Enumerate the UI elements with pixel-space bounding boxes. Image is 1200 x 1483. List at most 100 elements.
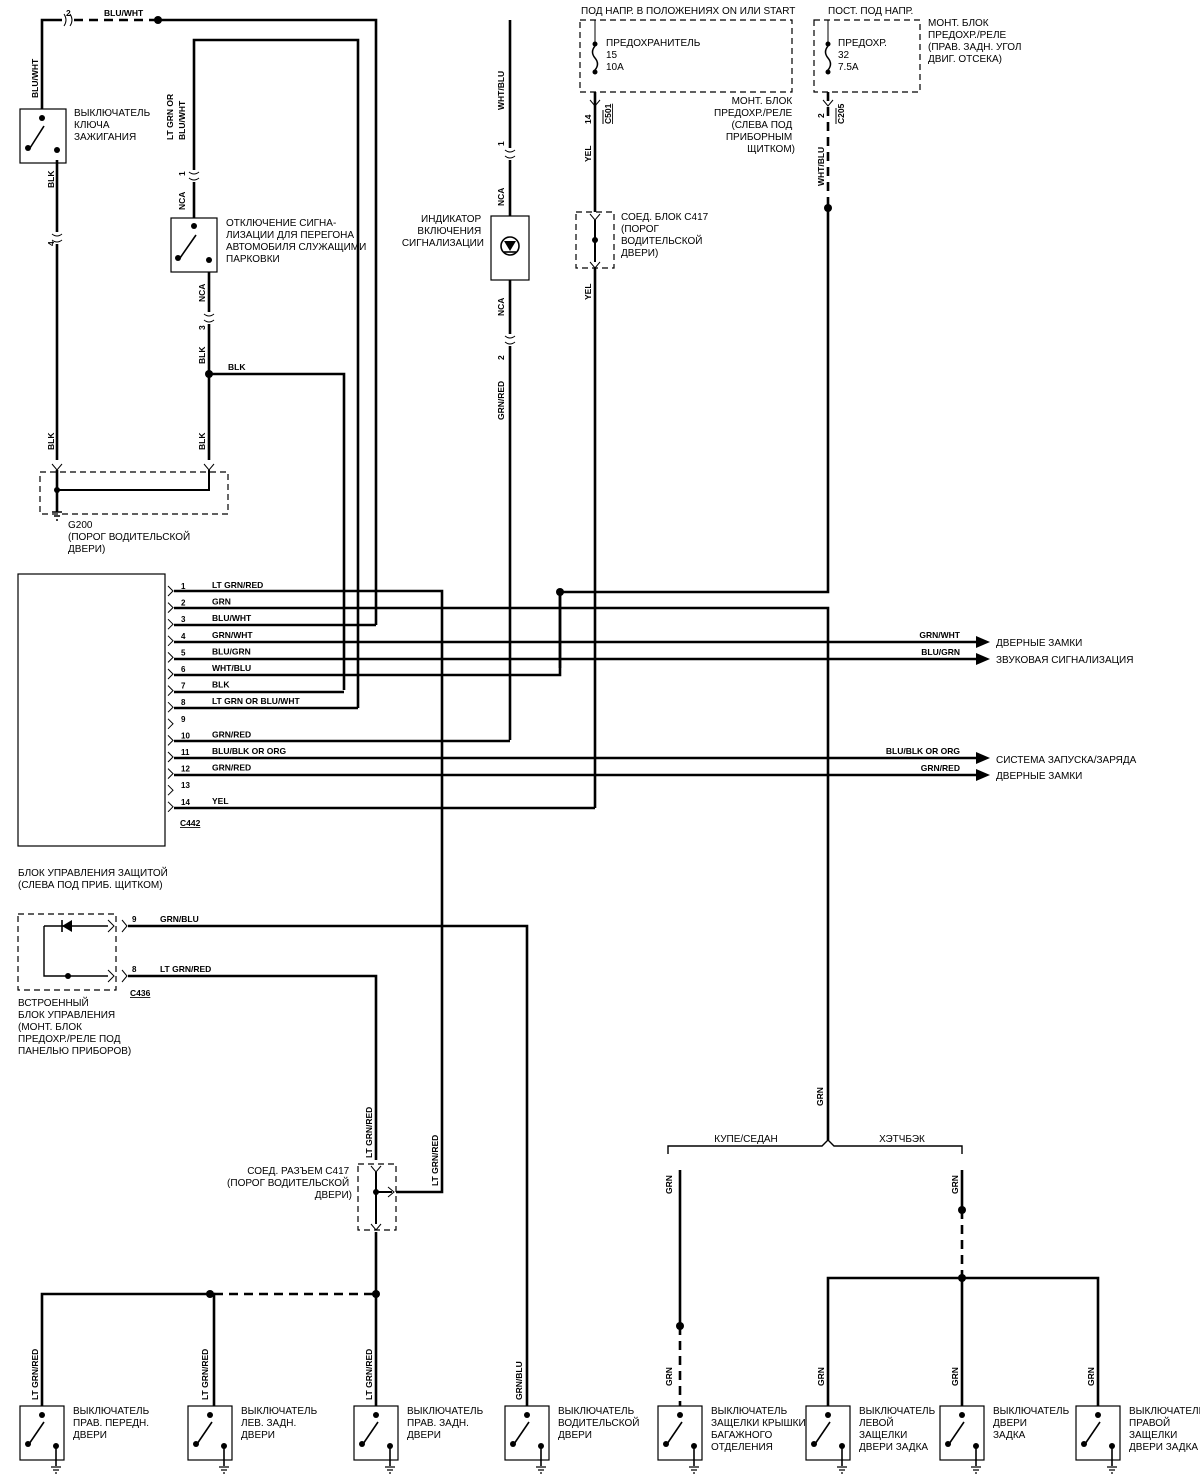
fuse15-icon: [591, 45, 599, 71]
ground-icon: [219, 1466, 229, 1474]
label-out-blu-grn: BLU/GRN: [921, 647, 960, 657]
c442-pin-mark: [167, 602, 174, 613]
splice-door-left: [206, 1290, 214, 1298]
label-valet-upper-b: BLU/WHT: [177, 100, 187, 140]
c417-top-splice: [592, 237, 598, 243]
label-c417-mid: СОЕД. РАЗЪЕМ C417 (ПОРОГ ВОДИТЕЛЬСКОЙ ДВ…: [227, 1166, 352, 1201]
security-module: БЛОК УПРАВЛЕНИЯ ЗАЩИТОЙ (СЛЕВА ПОД ПРИБ.…: [17, 573, 300, 891]
wire-ign-blu-wht-vertical: [40, 18, 62, 115]
label-fuse-box-2-header: ПОСТ. ПОД НАПР.: [828, 6, 913, 17]
c442-pin-mark: [167, 701, 174, 713]
fuse15-circuit: ПОД НАПР. В ПОЛОЖЕНИЯХ ON ИЛИ START ПРЕД…: [575, 6, 795, 808]
label-grn-left: GRN: [816, 1367, 826, 1386]
label-fuse-box-1-location: МОНТ. БЛОК ПРЕДОХР./РЕЛЕ (СЛЕВА ПОД ПРИБ…: [714, 96, 795, 155]
label-ind-wht-blu: WHT/BLU: [496, 71, 506, 110]
c442-pin-mark: [167, 652, 174, 663]
switch-arm: [948, 1421, 965, 1445]
ign-contact-arm: [29, 125, 45, 149]
g200-ground: G200 (ПОРОГ ВОДИТЕЛЬСКОЙ ДВЕРИ): [39, 463, 229, 555]
label-c436-pin8: 8: [132, 965, 137, 974]
c442-pin-number: 5: [181, 648, 186, 657]
label-splice-blk: BLK: [228, 362, 246, 372]
label-out-grn-wht: GRN/WHT: [919, 630, 960, 640]
switch-arm: [196, 1421, 213, 1445]
c417-mid-connector: LT GRN/RED LT GRN/RED СОЕД. РАЗЪЕМ C417 …: [40, 1107, 440, 1410]
label-c436-pin9: 9: [132, 915, 137, 924]
splice-top: [154, 16, 162, 24]
label-valet-nca-top: NCA: [177, 192, 187, 210]
integrated-module: ВСТРОЕННЫЙ БЛОК УПРАВЛЕНИЯ (МОНТ. БЛОК П…: [17, 913, 529, 1410]
integrated-module-internal: [43, 925, 108, 977]
label-fuse-box-2-location: МОНТ. БЛОК ПРЕДОХР./РЕЛЕ (ПРАВ. ЗАДН. УГ…: [928, 18, 1024, 65]
c442-pin-number: 1: [181, 582, 186, 591]
c442-pin-wire: LT GRN OR BLU/WHT: [212, 696, 300, 706]
g200-dashed-box: [39, 471, 229, 515]
label-grn-mid: GRN: [950, 1367, 960, 1386]
valet-circuit: LT GRN OR BLU/WHT 1 NCA ОТКЛЮЧЕНИЕ СИГНА…: [165, 38, 366, 708]
label-out-grn-red: GRN/RED: [921, 763, 960, 773]
label-c417-yel: YEL: [583, 283, 593, 300]
c417-mid-splice: [373, 1189, 379, 1195]
label-c205: C205: [836, 103, 846, 124]
switch-arm: [666, 1421, 683, 1445]
ground-icon: [536, 1466, 546, 1474]
c442-pin-mark: [167, 801, 174, 813]
switch-contact-top: [1095, 1412, 1101, 1418]
c442-pin-mark: [167, 635, 174, 647]
label-coupe-sedan: КУПЕ/СЕДАН: [714, 1134, 777, 1145]
label-ign-blk: BLK: [46, 170, 56, 188]
switch-contact-left: [811, 1441, 817, 1447]
wire-wht-blu-to-pin6: [558, 208, 830, 668]
arrow-pin12: [976, 769, 990, 781]
fuse-box-2: [813, 19, 921, 93]
label-indicator: ИНДИКАТОР ВКЛЮЧЕНИЯ СИГНАЛИЗАЦИИ: [402, 214, 484, 249]
label-ind-nca-bottom: NCA: [496, 298, 506, 316]
grn-branch: GRN КУПЕ/СЕДАН ХЭТЧБЭК GRN GRN GRN GRN G…: [664, 1087, 1100, 1410]
wire-valet-upper: [192, 38, 360, 708]
c417-mid-arrows: [370, 1165, 395, 1231]
ground-icon: [1107, 1466, 1117, 1474]
label-valet-pin3: 3: [197, 325, 207, 330]
wire-blu-wht-to-pin3: [158, 18, 378, 625]
fuse32-icon: [824, 45, 832, 71]
label-security-module: БЛОК УПРАВЛЕНИЯ ЗАЩИТОЙ (СЛЕВА ПОД ПРИБ.…: [18, 866, 171, 891]
label-out-door-locks-2: ДВЕРНЫЕ ЗАМКИ: [996, 771, 1082, 782]
arrow-pin11: [976, 752, 990, 764]
label-out-horn: ЗВУКОВАЯ СИГНАЛИЗАЦИЯ: [996, 655, 1133, 666]
c442-pin-number: 12: [181, 765, 190, 774]
label-ind-nca-top: NCA: [496, 188, 506, 206]
g200-bus: [57, 470, 210, 491]
c436-marks: [121, 919, 128, 983]
label-c501: C501: [603, 103, 613, 124]
c442-pin-mark: [167, 668, 174, 680]
label-c205-pin: 2: [816, 113, 826, 118]
connector-ign-top: [63, 13, 73, 27]
c442-pin-number: 9: [181, 715, 186, 724]
c442-pin-wire: BLU/WHT: [212, 613, 252, 623]
ign-contact-top: [39, 115, 45, 121]
label-g200: G200 (ПОРОГ ВОДИТЕЛЬСКОЙ ДВЕРИ): [68, 520, 193, 555]
label-c205-wht-blu: WHT/BLU: [816, 147, 826, 186]
c442-pin-number: 6: [181, 665, 186, 674]
label-c417-ltgrnred-b: LT GRN/RED: [430, 1135, 440, 1186]
c442-pin-mark: [167, 751, 174, 763]
switch-contact-top: [524, 1412, 530, 1418]
ign-contact-left: [25, 145, 31, 151]
ground-icon: [51, 1466, 61, 1474]
switch-contact-top: [39, 1412, 45, 1418]
output-labels: GRN/WHT ДВЕРНЫЕ ЗАМКИ BLU/GRN ЗВУКОВАЯ С…: [886, 630, 1137, 782]
integrated-module-arrows: [107, 919, 115, 983]
label-c436-lt-grn-red: LT GRN/RED: [160, 964, 211, 974]
ground-symbol-g200: [52, 511, 62, 521]
switch-arm: [814, 1421, 831, 1445]
security-module-box: [17, 573, 166, 847]
c442-pin-mark: [167, 784, 174, 796]
c442-pin-number: 10: [181, 731, 190, 740]
arrow-pin5: [976, 653, 990, 665]
